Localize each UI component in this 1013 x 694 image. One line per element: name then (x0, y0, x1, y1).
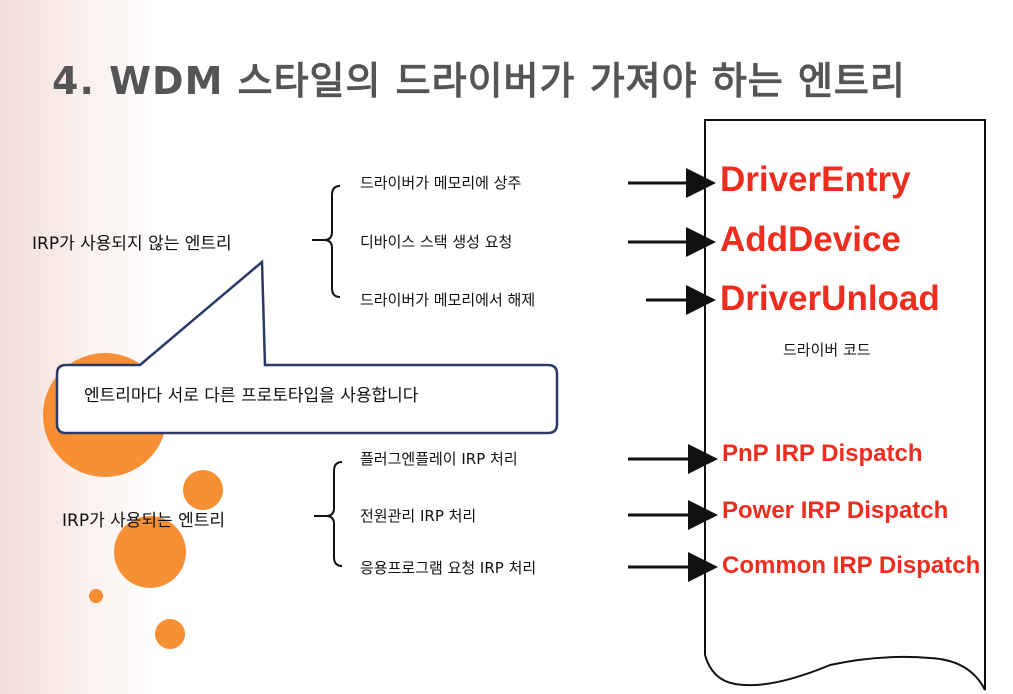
item-app-irp: 응용프로그램 요청 IRP 처리 (360, 559, 537, 577)
entry-pnp-dispatch: PnP IRP Dispatch (722, 440, 923, 467)
entry-power-dispatch: Power IRP Dispatch (722, 497, 949, 524)
entry-driverentry: DriverEntry (720, 160, 911, 199)
bracket-lower (325, 461, 343, 567)
callout-text: 엔트리마다 서로 다른 프로토타입을 사용합니다 (84, 386, 419, 406)
item-driver-resident: 드라이버가 메모리에 상주 (360, 174, 522, 192)
entry-driverunload: DriverUnload (720, 279, 940, 318)
page-title: 4. WDM 스타일의 드라이버가 가져야 하는 엔트리 (52, 59, 906, 103)
entry-adddevice: AddDevice (720, 220, 901, 259)
item-device-stack-request: 디바이스 스택 생성 요청 (360, 233, 513, 251)
decor-circle-dot (89, 589, 103, 603)
decor-circle-tiny (155, 619, 185, 649)
driver-code-label: 드라이버 코드 (783, 341, 871, 359)
callout-bubble (55, 259, 559, 435)
item-driver-release: 드라이버가 메모리에서 해제 (360, 291, 536, 309)
driver-code-document (704, 119, 986, 691)
decor-circle-medium (114, 516, 186, 588)
decor-circle-small (183, 470, 223, 510)
entry-common-dispatch: Common IRP Dispatch (722, 552, 981, 579)
bracket-upper (323, 185, 341, 298)
group-label-irp: IRP가 사용되는 엔트리 (62, 511, 226, 531)
item-pnp-irp: 플러그엔플레이 IRP 처리 (360, 450, 518, 468)
item-power-irp: 전원관리 IRP 처리 (360, 507, 477, 525)
group-label-no-irp: IRP가 사용되지 않는 엔트리 (32, 234, 232, 254)
